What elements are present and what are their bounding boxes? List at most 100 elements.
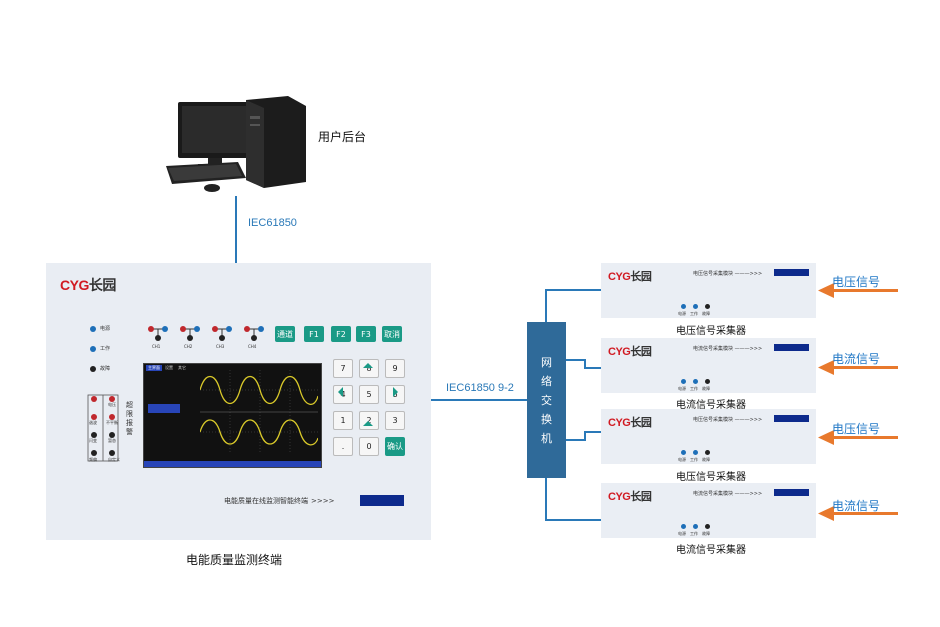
key-9[interactable]: 9	[385, 359, 405, 378]
indicator-work	[693, 379, 698, 384]
terminal-logo: CYG长园	[60, 277, 116, 293]
screen-status-bar	[144, 461, 321, 467]
cancel-button[interactable]: 取消	[382, 326, 402, 342]
function-label-custom: 自定义	[108, 457, 120, 462]
current-collector-1: CYG长园 电流信号采集模块 ———>>> 电源工作故障	[601, 338, 816, 393]
function-panel: 谐波 电压 闪变 不平衡 频偏 暂态 自定义 超限报警	[84, 391, 144, 471]
collector-indicators	[681, 379, 710, 384]
terminal-indicators: 电源 工作 故障	[90, 325, 110, 372]
indicator-work	[693, 304, 698, 309]
collector-indicators	[681, 524, 710, 529]
keypad-arrows-icon	[338, 363, 398, 426]
keypad: 7 8 9 4 5 6 1 2 3 . 0 确认	[333, 359, 413, 456]
channel-indicators: CH1 CH2 CH3 CH4	[146, 323, 276, 353]
channel-button[interactable]: 通道	[275, 326, 295, 342]
key-5[interactable]: 5	[359, 385, 379, 404]
screen-highlight	[148, 404, 180, 413]
terminal-display-box	[360, 495, 404, 506]
collector-module-text: 电流信号采集模块 ———>>>	[693, 346, 763, 352]
indicator-work	[693, 524, 698, 529]
key-8[interactable]: 8	[359, 359, 379, 378]
screen-tab-main[interactable]: 主界面	[146, 365, 162, 371]
collector-logo: CYG长园	[608, 491, 652, 503]
channel-label-ch1: CH1	[152, 344, 161, 349]
indicator-power	[681, 304, 686, 309]
channel-label-ch3: CH3	[216, 344, 225, 349]
collector-module-text: 电压信号采集模块 ———>>>	[693, 271, 763, 277]
collector-display	[774, 269, 809, 276]
link-label-iec61850: IEC61850	[248, 217, 297, 229]
screen-tab-settings[interactable]: 设置	[165, 365, 173, 370]
key-0[interactable]: 0	[359, 437, 379, 456]
key-dot[interactable]: .	[333, 437, 353, 456]
computer-label: 用户后台	[318, 130, 367, 144]
alarm-label: 超限报警	[126, 401, 133, 436]
function-label-voltage: 电压	[108, 402, 116, 407]
key-1[interactable]: 1	[333, 411, 353, 430]
voltage-collector-1: CYG长园 电压信号采集模块 ———>>> 电源工作故障	[601, 263, 816, 318]
collector-label-1: 电压信号采集器	[676, 326, 746, 337]
channel-label-ch2: CH2	[184, 344, 193, 349]
f1-button[interactable]: F1	[304, 326, 324, 342]
signal-label-4: 电流信号	[832, 499, 881, 513]
collector-display	[774, 489, 809, 496]
indicator-power	[681, 524, 686, 529]
switch-char-2: 络	[541, 374, 552, 388]
key-3[interactable]: 3	[385, 411, 405, 430]
signal-label-1: 电压信号	[832, 275, 881, 289]
voltage-collector-2: CYG长园 电压信号采集模块 ———>>> 电源工作故障	[601, 409, 816, 464]
collector-display	[774, 344, 809, 351]
confirm-button[interactable]: 确认	[385, 437, 405, 456]
switch-char-5: 机	[541, 431, 552, 445]
collector-indicators	[681, 304, 710, 309]
collector-logo: CYG长园	[608, 417, 652, 429]
indicator-fault	[705, 379, 710, 384]
f2-button[interactable]: F2	[331, 326, 351, 342]
f3-button[interactable]: F3	[356, 326, 376, 342]
indicator-power	[681, 379, 686, 384]
collector-module-text: 电压信号采集模块 ———>>>	[693, 417, 763, 423]
collector-indicator-labels: 电源工作故障	[678, 457, 710, 462]
terminal-bottom-text: 电能质量在线监测智能终端>>>>	[224, 497, 335, 505]
indicator-power	[681, 450, 686, 455]
collector-logo: CYG长园	[608, 271, 652, 283]
function-label-frequency: 频偏	[89, 457, 97, 462]
collector-module-text: 电流信号采集模块 ———>>>	[693, 491, 763, 497]
signal-label-2: 电流信号	[832, 352, 881, 366]
indicator-fault: 故障	[90, 365, 110, 372]
channel-links-icon	[148, 326, 264, 341]
waveform-chart	[200, 370, 318, 454]
terminal-screen: 主界面 设置 其它	[143, 363, 322, 468]
collector-label-3: 电压信号采集器	[676, 472, 746, 483]
current-waveform	[200, 419, 318, 446]
collector-indicator-labels: 电源工作故障	[678, 386, 710, 391]
switch-char-3: 交	[541, 393, 552, 407]
indicator-work	[693, 450, 698, 455]
collector-logo: CYG长园	[608, 346, 652, 358]
terminal-caption: 电能质量监测终端	[186, 553, 283, 567]
indicator-work: 工作	[90, 345, 110, 352]
collector-display	[774, 415, 809, 422]
switch-char-4: 换	[541, 412, 552, 426]
key-7[interactable]: 7	[333, 359, 353, 378]
network-switch: 网 络 交 换 机	[527, 322, 566, 478]
collector-label-4: 电流信号采集器	[676, 545, 746, 556]
indicator-power: 电源	[90, 325, 110, 332]
collector-label-2: 电流信号采集器	[676, 400, 746, 411]
collector-indicator-labels: 电源工作故障	[678, 531, 710, 536]
desktop-computer-icon	[166, 96, 306, 192]
switch-char-1: 网	[541, 355, 552, 369]
indicator-fault	[705, 524, 710, 529]
current-collector-2: CYG长园 电流信号采集模块 ———>>> 电源工作故障	[601, 483, 816, 538]
channel-label-ch4: CH4	[248, 344, 257, 349]
indicator-fault	[705, 450, 710, 455]
link-label-iec61850-9-2: IEC61850 9-2	[446, 382, 514, 394]
voltage-waveform	[200, 375, 318, 405]
function-label-unbalance: 不平衡	[106, 420, 118, 425]
signal-label-3: 电压信号	[832, 422, 881, 436]
function-label-transient: 暂态	[108, 438, 116, 443]
screen-tab-other[interactable]: 其它	[178, 365, 186, 370]
indicator-fault	[705, 304, 710, 309]
collector-indicators	[681, 450, 710, 455]
